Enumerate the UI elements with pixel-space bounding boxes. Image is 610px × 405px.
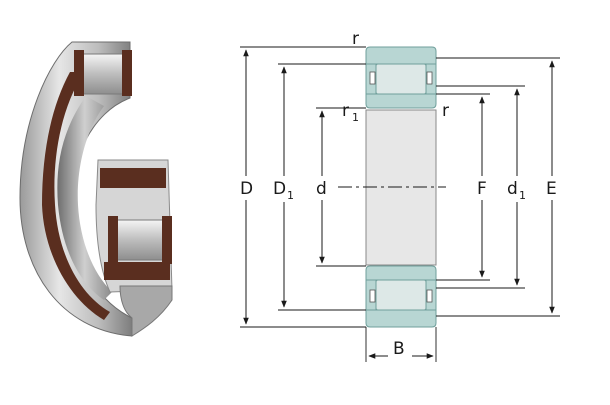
outer-ring-rim bbox=[119, 285, 173, 337]
label-E: E bbox=[546, 179, 557, 199]
inner-ring bbox=[57, 96, 112, 300]
roller-end-right-bottom bbox=[426, 289, 433, 303]
roller-end-left-bottom bbox=[369, 289, 376, 303]
side-roller bbox=[108, 216, 172, 264]
label-B: B bbox=[393, 339, 405, 359]
roller-top-section bbox=[375, 63, 427, 95]
inner-ring-bottom-section bbox=[365, 265, 437, 281]
label-r1-subscript: 1 bbox=[352, 111, 359, 124]
cage-segment-lower bbox=[104, 262, 170, 280]
label-r1: r bbox=[342, 101, 349, 121]
roller-end-right-top bbox=[426, 71, 433, 85]
label-D1-subscript: 1 bbox=[287, 189, 294, 202]
label-D: D bbox=[240, 179, 253, 199]
cross-section-drawing: D D 1 d F d 1 E B r r r 1 bbox=[236, 29, 562, 362]
roller-end-left-top bbox=[369, 71, 376, 85]
label-knockouts bbox=[236, 176, 562, 360]
outer-ring-top-section bbox=[365, 46, 437, 65]
top-roller bbox=[74, 50, 132, 96]
cage-segment bbox=[100, 168, 166, 188]
label-r-top: r bbox=[352, 29, 359, 49]
outer-ring-bottom-section bbox=[365, 309, 437, 328]
label-d: d bbox=[316, 179, 327, 199]
label-d1: d bbox=[507, 179, 518, 199]
bearing-3d-image bbox=[19, 41, 173, 337]
label-F: F bbox=[477, 179, 487, 199]
roller-bottom-section bbox=[375, 279, 427, 311]
label-d1-subscript: 1 bbox=[519, 189, 526, 202]
cage-band bbox=[42, 72, 110, 320]
inner-ring-top-section bbox=[365, 93, 437, 109]
label-D1: D bbox=[273, 179, 286, 199]
extension-lines bbox=[240, 46, 560, 362]
label-r-right: r bbox=[442, 101, 449, 121]
